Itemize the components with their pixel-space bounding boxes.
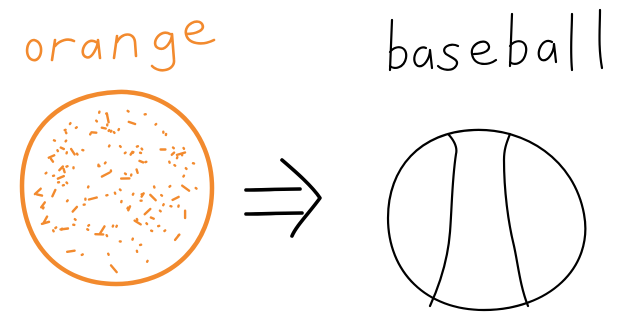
- orange-dot: [135, 221, 141, 225]
- orange-dot: [82, 254, 83, 255]
- orange-drawing: [22, 92, 212, 284]
- orange-dot: [41, 202, 45, 207]
- orange-dot: [67, 251, 74, 252]
- orange-dot: [73, 207, 77, 212]
- orange-dot: [184, 148, 185, 149]
- orange-dot: [146, 223, 147, 224]
- orange-dot: [182, 186, 189, 191]
- orange-dot: [128, 111, 129, 112]
- orange-dot: [183, 176, 184, 177]
- orange-dot: [37, 194, 42, 195]
- orange-dot: [109, 146, 110, 147]
- orange-texture-dots: [35, 111, 197, 272]
- orange-dot: [64, 169, 65, 172]
- orange-dot: [151, 218, 154, 219]
- orange-dot: [61, 148, 64, 149]
- orange-dot: [173, 197, 179, 200]
- orange-dot: [140, 161, 144, 163]
- orange-dot: [35, 189, 41, 194]
- orange-dot: [137, 219, 138, 220]
- orange-dot: [67, 183, 68, 184]
- orange-dot: [59, 167, 63, 171]
- orange-dot: [105, 163, 106, 164]
- orange-dot: [174, 165, 175, 166]
- orange-dot: [161, 195, 162, 196]
- orange-dot: [114, 132, 115, 133]
- orange-dot: [109, 130, 110, 131]
- baseball-seam-left: [430, 134, 456, 306]
- orange-dot: [51, 159, 53, 162]
- orange-dot: [55, 227, 56, 228]
- orange-dot: [89, 198, 97, 200]
- orange-dot: [58, 176, 64, 179]
- orange-dot: [147, 261, 148, 262]
- orange-dot: [120, 190, 121, 191]
- orange-dot: [173, 148, 174, 149]
- orange-dot: [100, 226, 104, 233]
- orange-dot: [66, 141, 67, 142]
- orange-dot: [52, 190, 55, 196]
- orange-dot: [88, 225, 89, 226]
- orange-dot: [71, 149, 75, 154]
- orange-dot: [107, 235, 108, 236]
- orange-dot: [102, 173, 110, 177]
- baseball-seam-right: [504, 134, 528, 306]
- orange-dot: [129, 122, 135, 124]
- orange-dot: [111, 131, 112, 132]
- baseball-outline: [388, 130, 585, 310]
- orange-label: [27, 22, 214, 71]
- orange-dot: [172, 153, 174, 155]
- orange-dot: [77, 154, 78, 155]
- orange-dot: [156, 124, 157, 125]
- orange-dot: [137, 170, 138, 173]
- orange-dot: [125, 174, 126, 175]
- orange-dot: [186, 168, 187, 169]
- baseball-drawing: [388, 130, 585, 310]
- orange-dot: [102, 128, 106, 129]
- orange-dot: [145, 209, 151, 214]
- orange-dot: [111, 265, 117, 272]
- orange-dot: [87, 229, 88, 230]
- orange-dot: [160, 211, 161, 212]
- orange-dot: [150, 195, 155, 200]
- orange-dot: [196, 188, 197, 189]
- orange-dot: [61, 229, 69, 230]
- orange-dot: [49, 155, 54, 157]
- orange-dot: [76, 127, 77, 128]
- orange-dot: [46, 173, 47, 174]
- orange-dot: [170, 186, 171, 187]
- orange-dot: [125, 153, 126, 154]
- orange-dot: [163, 204, 164, 205]
- orange-dot: [75, 219, 76, 220]
- orange-dot: [131, 152, 133, 155]
- orange-dot: [142, 149, 143, 150]
- orange-dot: [67, 200, 68, 201]
- orange-dot: [57, 150, 58, 151]
- implies-arrow-icon: [246, 160, 320, 236]
- orange-dot: [120, 146, 121, 147]
- orange-dot: [96, 121, 97, 122]
- orange-dot: [164, 230, 165, 231]
- orange-dot: [178, 235, 179, 236]
- baseball-label: [390, 10, 602, 70]
- orange-dot: [107, 113, 109, 122]
- orange-dot: [177, 153, 185, 155]
- orange-dot: [128, 208, 129, 209]
- orange-dot: [70, 123, 71, 124]
